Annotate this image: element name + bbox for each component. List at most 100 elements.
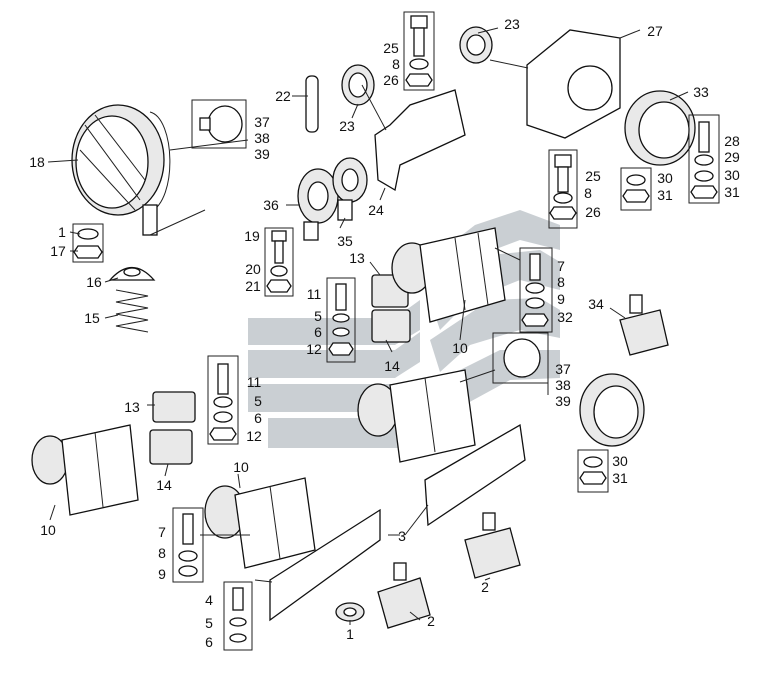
- callout-35: 35: [337, 233, 353, 249]
- callout-37: 37: [254, 114, 270, 130]
- callout-4: 4: [205, 592, 213, 608]
- bolt-set-7a: [519, 247, 553, 333]
- callout-30: 30: [612, 453, 628, 469]
- callout-15: 15: [84, 310, 100, 326]
- callout-13: 13: [124, 399, 140, 415]
- callout-14: 14: [384, 358, 400, 374]
- callout-5: 5: [205, 615, 213, 631]
- callout-26: 26: [585, 204, 601, 220]
- bulb-37b: [492, 332, 549, 384]
- callout-38: 38: [555, 377, 571, 393]
- bolt-set-11b: [207, 355, 239, 445]
- callout-8: 8: [392, 56, 400, 72]
- connectors-13-14b: [149, 391, 196, 465]
- horns-36: [297, 157, 368, 241]
- callout-26: 26: [383, 72, 399, 88]
- callout-39: 39: [555, 393, 571, 409]
- callout-1: 1: [58, 224, 66, 240]
- callout-11: 11: [307, 286, 322, 302]
- cap-and-spring: [108, 266, 156, 333]
- callout-23: 23: [339, 118, 355, 134]
- callout-9: 9: [158, 566, 166, 582]
- work-lamp-2a: [464, 512, 521, 579]
- bolt-set-19: [264, 227, 294, 297]
- bracket-22: [305, 75, 319, 133]
- callout-7: 7: [158, 524, 166, 540]
- callout-7: 7: [557, 258, 565, 274]
- callout-27: 27: [647, 23, 663, 39]
- callout-8: 8: [584, 185, 592, 201]
- callout-18: 18: [29, 154, 45, 170]
- callout-16: 16: [86, 274, 102, 290]
- bolt-set-11a: [326, 277, 356, 363]
- callout-22: 22: [275, 88, 291, 104]
- callout-38: 38: [254, 130, 270, 146]
- callout-30: 30: [657, 170, 673, 186]
- callout-37: 37: [555, 361, 571, 377]
- grommet-23b: [459, 26, 493, 64]
- callout-28: 28: [724, 133, 740, 149]
- callout-8: 8: [557, 274, 565, 290]
- callout-25: 25: [585, 168, 601, 184]
- callout-17: 17: [50, 243, 66, 259]
- callout-14: 14: [156, 477, 172, 493]
- callout-10: 10: [233, 459, 249, 475]
- bracket-24: [374, 89, 466, 192]
- callout-12: 12: [246, 428, 262, 444]
- callout-31: 31: [612, 470, 628, 486]
- callout-labels: 18 1 17 16 15 37 38 39 22 23 25 8 26 23 …: [29, 16, 740, 650]
- callout-19: 19: [244, 228, 260, 244]
- callout-11: 11: [247, 374, 262, 390]
- washer-1b: [335, 602, 365, 622]
- bolt-set-7b: [172, 507, 204, 583]
- callout-5: 5: [254, 393, 262, 409]
- leader-lines: [47, 27, 689, 625]
- callout-6: 6: [205, 634, 213, 650]
- callout-30: 30: [724, 167, 740, 183]
- tail-lamp-10d: [204, 477, 316, 569]
- callout-36: 36: [263, 197, 279, 213]
- callout-31: 31: [724, 184, 740, 200]
- washer-nut-set-left: [72, 223, 104, 263]
- tail-lamp-10c: [31, 424, 139, 516]
- bolt-set-top: [403, 11, 435, 91]
- bolt-set-4: [223, 581, 253, 651]
- callout-31: 31: [657, 187, 673, 203]
- callout-5: 5: [314, 308, 322, 324]
- callout-34: 34: [588, 296, 604, 312]
- callout-6: 6: [254, 410, 262, 426]
- housing-27: [526, 29, 621, 139]
- work-lamp-2b: [377, 562, 431, 629]
- headlamp-18: [71, 104, 206, 236]
- callout-1: 1: [346, 626, 354, 642]
- work-lamp-34: [619, 294, 669, 356]
- mounting-plates-3: [269, 423, 526, 622]
- callout-2: 2: [481, 579, 489, 595]
- lamp-33: [620, 90, 696, 211]
- callout-21: 21: [245, 278, 261, 294]
- callout-13: 13: [349, 250, 365, 266]
- tail-lamp-10a: [391, 227, 506, 323]
- callout-39: 39: [254, 146, 270, 162]
- callout-23: 23: [504, 16, 520, 32]
- callout-33: 33: [693, 84, 709, 100]
- callout-6: 6: [314, 324, 322, 340]
- callout-3: 3: [398, 528, 406, 544]
- callout-8: 8: [158, 545, 166, 561]
- callout-9: 9: [557, 291, 565, 307]
- callout-10: 10: [40, 522, 56, 538]
- callout-24: 24: [368, 202, 384, 218]
- callout-20: 20: [245, 261, 261, 277]
- callout-10: 10: [452, 340, 468, 356]
- bolt-set-right: [688, 114, 720, 204]
- callout-25: 25: [383, 40, 399, 56]
- callout-12: 12: [306, 341, 322, 357]
- bulb-37: [191, 99, 247, 149]
- lamp-right-lower: [577, 373, 645, 493]
- callout-29: 29: [724, 149, 740, 165]
- bolt-set-middle: [548, 149, 578, 229]
- tail-lamp-10b: [357, 369, 476, 463]
- callout-2: 2: [427, 613, 435, 629]
- callout-32: 32: [557, 309, 573, 325]
